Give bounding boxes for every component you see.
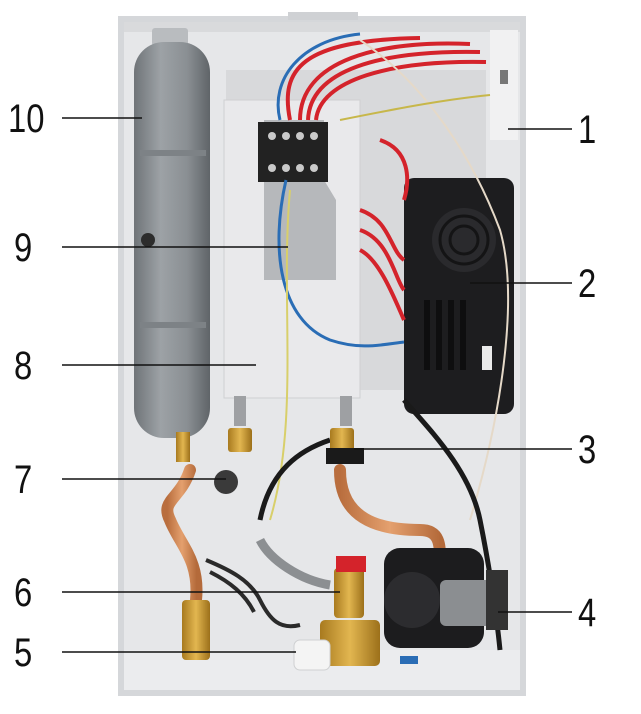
control-board xyxy=(404,178,514,414)
callout-4: 4 xyxy=(578,591,597,635)
callout-7: 7 xyxy=(14,458,33,502)
circulation-pump xyxy=(384,548,508,664)
safety-valve xyxy=(293,639,331,671)
callout-5: 5 xyxy=(14,631,33,675)
callout-3: 3 xyxy=(578,428,597,472)
signal-wires xyxy=(269,39,510,521)
callout-8: 8 xyxy=(14,344,33,388)
leader-lines xyxy=(62,117,572,653)
red-power-wires xyxy=(285,36,487,321)
sensors xyxy=(214,448,366,572)
callout-10: 10 xyxy=(8,97,45,141)
callout-9: 9 xyxy=(14,226,33,270)
callout-6: 6 xyxy=(14,571,33,615)
grey-hose xyxy=(255,537,331,590)
callout-2: 2 xyxy=(578,262,597,306)
callout-1: 1 xyxy=(578,108,597,152)
copper-pipes xyxy=(161,464,446,636)
corrugated-hose xyxy=(205,558,301,629)
expansion-tank xyxy=(134,28,210,462)
blue-wires xyxy=(276,32,405,348)
